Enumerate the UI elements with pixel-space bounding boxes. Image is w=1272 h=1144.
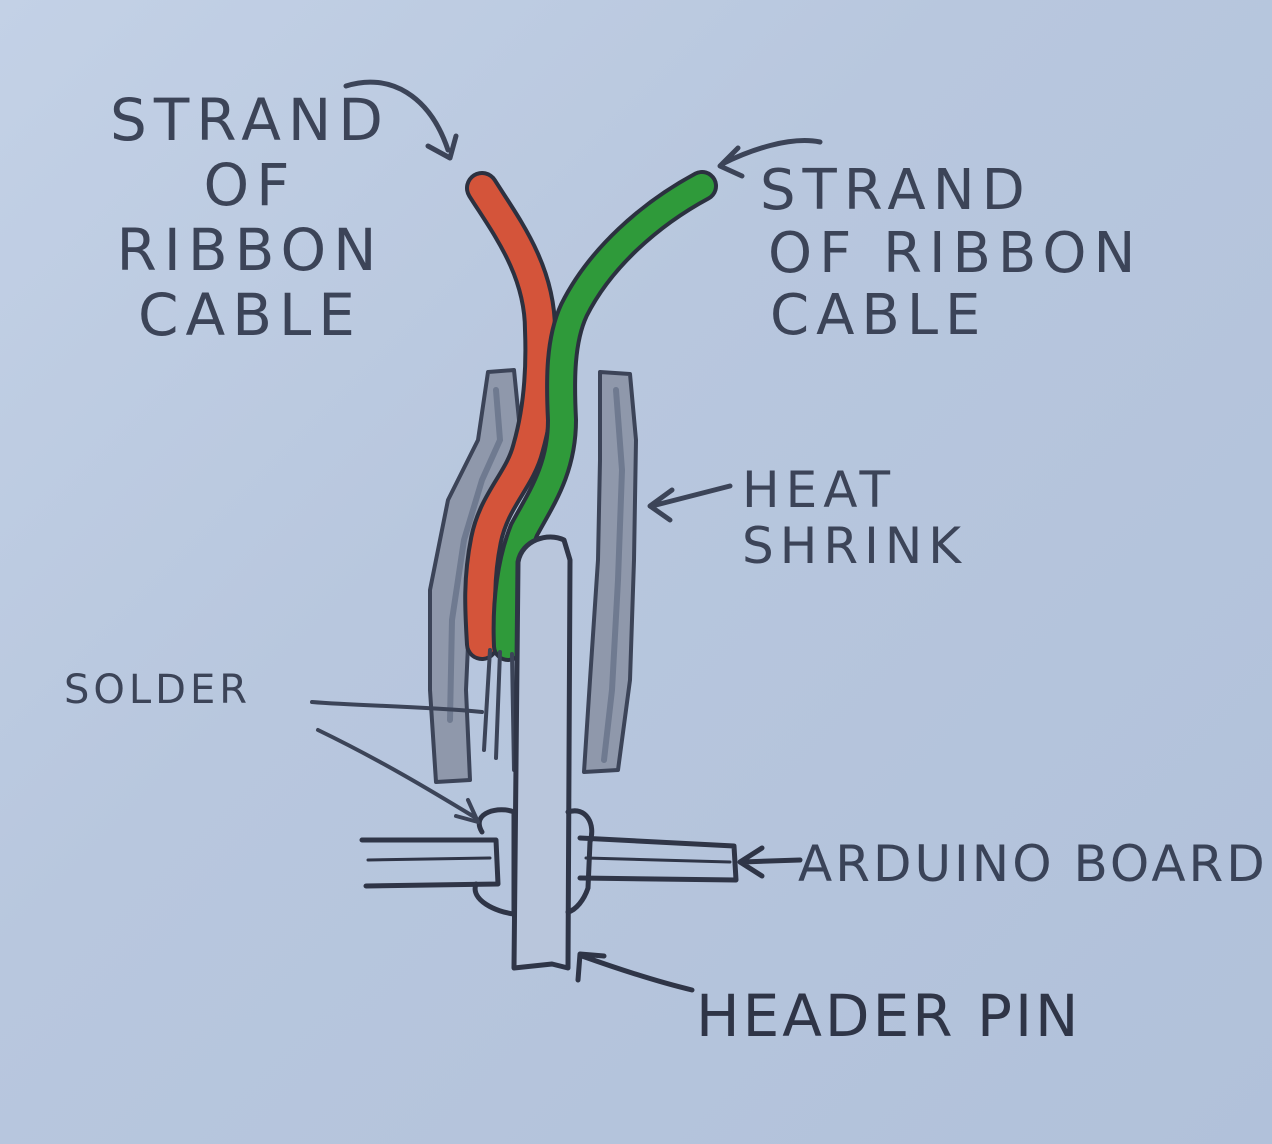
- green-wire-fill: [495, 174, 714, 658]
- arduino-board-left-inner: [366, 856, 492, 862]
- arrow-arduino-board: [737, 845, 803, 879]
- arduino-board-left: [359, 837, 501, 889]
- label-header-pin: HEADER PIN: [696, 982, 1082, 1050]
- arrow-solder-upper: [310, 700, 484, 714]
- arduino-board-right: [577, 835, 739, 883]
- heat-shrink-right-shade: [601, 387, 626, 763]
- label-line: CABLE: [138, 280, 362, 349]
- label-line: OF RIBBON: [768, 220, 1143, 286]
- label-arduino-board: ARDUINO BOARD: [798, 835, 1268, 893]
- arrow-solder-lower: [316, 728, 480, 824]
- label-strand-of-ribbon-cable-left: STRAND OF RIBBON CABLE: [110, 88, 390, 348]
- label-line: STRAND: [110, 86, 390, 154]
- arrow-header-pin: [575, 951, 695, 993]
- label-line: CABLE: [770, 283, 988, 349]
- header-pin: [511, 534, 573, 971]
- heat-shrink-left-shade: [447, 387, 504, 723]
- arduino-board-right-inner: [584, 856, 732, 864]
- label-heat-shrink: HEAT SHRINK: [742, 462, 967, 574]
- red-wire-fill: [467, 175, 554, 657]
- exposed-conductor-strands: [482, 648, 516, 772]
- arrow-heat-shrink: [647, 483, 733, 523]
- arrow-strand-left: [343, 79, 459, 161]
- arrow-strand-right: [717, 138, 823, 179]
- label-line: STRAND: [760, 158, 1032, 223]
- solder-blob: [472, 807, 595, 917]
- label-line: RIBBON: [116, 215, 384, 284]
- label-line: SHRINK: [742, 517, 968, 575]
- label-solder: SOLDER: [64, 667, 252, 713]
- label-strand-of-ribbon-cable-right: STRAND OF RIBBON CABLE: [760, 158, 1143, 349]
- label-line: HEAT: [742, 461, 897, 519]
- label-line: OF: [203, 150, 297, 219]
